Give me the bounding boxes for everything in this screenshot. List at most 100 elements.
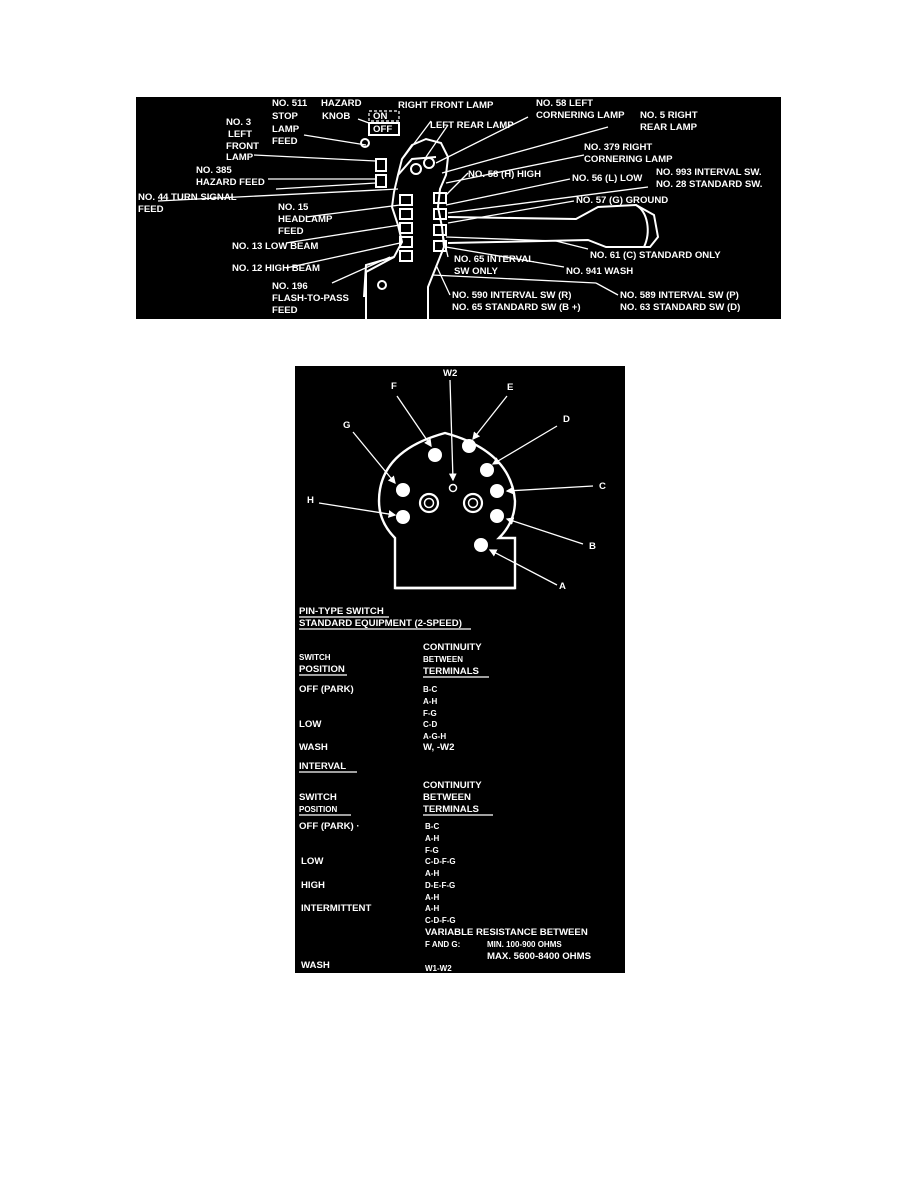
- standard-wash-t1: W, -W2: [423, 742, 454, 753]
- label-headlamp: HEADLAMP: [278, 214, 333, 225]
- label-no589: NO. 589 INTERVAL SW (P): [620, 290, 739, 301]
- label-feed: FEED: [272, 136, 298, 147]
- standard-col2-line3: TERMINALS: [423, 666, 480, 677]
- label-feed2: FEED: [138, 204, 164, 215]
- standard-title-2: STANDARD EQUIPMENT (2-SPEED): [299, 618, 462, 629]
- interval-col2-line3: TERMINALS: [423, 804, 480, 815]
- label-no385: NO. 385: [196, 165, 232, 176]
- label-left: LEFT: [228, 129, 252, 140]
- interval-continuity-table: INTERVAL CONTINUITY SWITCH BETWEEN POSIT…: [299, 761, 592, 973]
- interval-col1-line1: SWITCH: [299, 792, 337, 803]
- label-no379-right: NO. 379 RIGHT: [584, 142, 652, 153]
- interval-row-high: HIGH: [301, 880, 325, 891]
- standard-row-low: LOW: [299, 719, 322, 730]
- label-sw-only: SW ONLY: [454, 266, 498, 277]
- resistance-min: MIN. 100-900 OHMS: [487, 940, 562, 949]
- label-knob: KNOB: [322, 111, 350, 122]
- label-stop: STOP: [272, 111, 299, 122]
- terminal-b-label: B: [589, 541, 596, 552]
- standard-col1-line2: POSITION: [299, 664, 345, 675]
- wire-labels: NO. 511 STOP LAMP FEED HAZARD KNOB ON OF…: [138, 98, 762, 316]
- label-front: FRONT: [226, 141, 259, 152]
- label-no5-right: NO. 5 RIGHT: [640, 110, 698, 121]
- interval-col2-line1: CONTINUITY: [423, 780, 482, 791]
- terminal-a-label: A: [559, 581, 566, 592]
- terminal-letters: W2 F E D G C H B A: [307, 368, 606, 592]
- label-left-rear-lamp: LEFT REAR LAMP: [430, 120, 514, 131]
- label-rear-lamp: REAR LAMP: [640, 122, 698, 133]
- label-no590: NO. 590 INTERVAL SW (R): [452, 290, 571, 301]
- terminal-f-label: F: [391, 381, 397, 392]
- interval-row-low: LOW: [301, 856, 324, 867]
- label-no13-low-beam: NO. 13 LOW BEAM: [232, 241, 318, 252]
- switch-body-illustration: [360, 110, 660, 319]
- interval-wash-t1: W1-W2: [425, 964, 452, 973]
- label-no63: NO. 63 STANDARD SW (D): [620, 302, 740, 313]
- label-no65-standard: NO. 65 STANDARD SW (B +): [452, 302, 581, 313]
- terminal-leaders: [318, 379, 594, 586]
- label-no58-left: NO. 58 LEFT: [536, 98, 593, 109]
- wiring-diagram-svg: NO. 511 STOP LAMP FEED HAZARD KNOB ON OF…: [138, 98, 762, 319]
- label-right-front-lamp: RIGHT FRONT LAMP: [398, 100, 494, 111]
- variable-resistance-line2: F AND G:: [425, 940, 460, 949]
- standard-row-off: OFF (PARK): [299, 684, 354, 695]
- label-no511: NO. 511: [272, 98, 308, 109]
- standard-col1-line1: SWITCH: [299, 653, 331, 662]
- terminal-e-label: E: [507, 382, 514, 393]
- interval-int-t1: A-H: [425, 904, 439, 913]
- label-no941-wash: NO. 941 WASH: [566, 266, 633, 277]
- terminal-d-label: D: [563, 414, 570, 425]
- wiring-connector-diagram: NO. 511 STOP LAMP FEED HAZARD KNOB ON OF…: [136, 97, 781, 319]
- interval-low-t1: C-D-F-G: [425, 857, 456, 866]
- label-hazard-feed: HAZARD FEED: [196, 177, 265, 188]
- interval-int-t2: C-D-F-G: [425, 916, 456, 925]
- label-no61c-standard: NO. 61 (C) STANDARD ONLY: [590, 250, 721, 261]
- interval-title: INTERVAL: [299, 761, 346, 772]
- label-no993-interval: NO. 993 INTERVAL SW.: [656, 167, 762, 178]
- terminal-h-label: H: [307, 495, 314, 506]
- label-no3: NO. 3: [226, 117, 251, 128]
- standard-low-t1: C-D: [423, 720, 437, 729]
- label-no28-standard: NO. 28 STANDARD SW.: [656, 179, 762, 190]
- terminal-g-label: G: [343, 420, 350, 431]
- standard-off-t1: B-C: [423, 685, 437, 694]
- label-no12-high-beam: NO. 12 HIGH BEAM: [232, 263, 320, 274]
- label-feed4: FEED: [272, 305, 298, 316]
- switch-terminal-chart: W2 F E D G C H B A PIN-TYPE SWITCH STAND…: [295, 366, 625, 973]
- interval-high-t1: D-E-F-G: [425, 881, 455, 890]
- label-flash-to-pass: FLASH-TO-PASS: [272, 293, 350, 304]
- variable-resistance-line1: VARIABLE RESISTANCE BETWEEN: [425, 927, 588, 938]
- label-cornering-lamp: CORNERING LAMP: [536, 110, 625, 121]
- interval-off-t3: F-G: [425, 846, 439, 855]
- label-lamp: LAMP: [272, 124, 300, 135]
- standard-title-1: PIN-TYPE SWITCH: [299, 606, 384, 617]
- interval-row-wash: WASH: [301, 960, 330, 971]
- leader-lines: [157, 116, 649, 296]
- label-off: OFF: [373, 124, 392, 135]
- interval-high-t2: A-H: [425, 893, 439, 902]
- label-no15: NO. 15: [278, 202, 309, 213]
- label-hazard: HAZARD: [321, 98, 362, 109]
- interval-col1-line2: POSITION: [299, 805, 337, 814]
- standard-off-t3: F-G: [423, 709, 437, 718]
- interval-off-t1: B-C: [425, 822, 439, 831]
- label-lamp2: LAMP: [226, 152, 254, 163]
- label-no65-interval: NO. 65 INTERVAL: [454, 254, 534, 265]
- terminal-chart-svg: W2 F E D G C H B A PIN-TYPE SWITCH STAND…: [299, 368, 606, 973]
- label-no44-turn-signal: NO. 44 TURN SIGNAL: [138, 192, 237, 203]
- interval-row-intermittent: INTERMITTENT: [301, 903, 371, 914]
- standard-col2-line1: CONTINUITY: [423, 642, 482, 653]
- label-on: ON: [373, 111, 387, 122]
- standard-low-t2: A-G-H: [423, 732, 446, 741]
- terminal-w2-label: W2: [443, 368, 457, 379]
- label-cornering-lamp2: CORNERING LAMP: [584, 154, 673, 165]
- interval-off-t2: A-H: [425, 834, 439, 843]
- terminal-pins: [396, 439, 504, 552]
- standard-continuity-table: PIN-TYPE SWITCH STANDARD EQUIPMENT (2-SP…: [299, 606, 489, 753]
- label-no58h-high: NO. 58 (H) HIGH: [468, 169, 541, 180]
- standard-row-wash: WASH: [299, 742, 328, 753]
- interval-low-t2: A-H: [425, 869, 439, 878]
- standard-col2-line2: BETWEEN: [423, 655, 463, 664]
- interval-col2-line2: BETWEEN: [423, 792, 471, 803]
- label-feed3: FEED: [278, 226, 304, 237]
